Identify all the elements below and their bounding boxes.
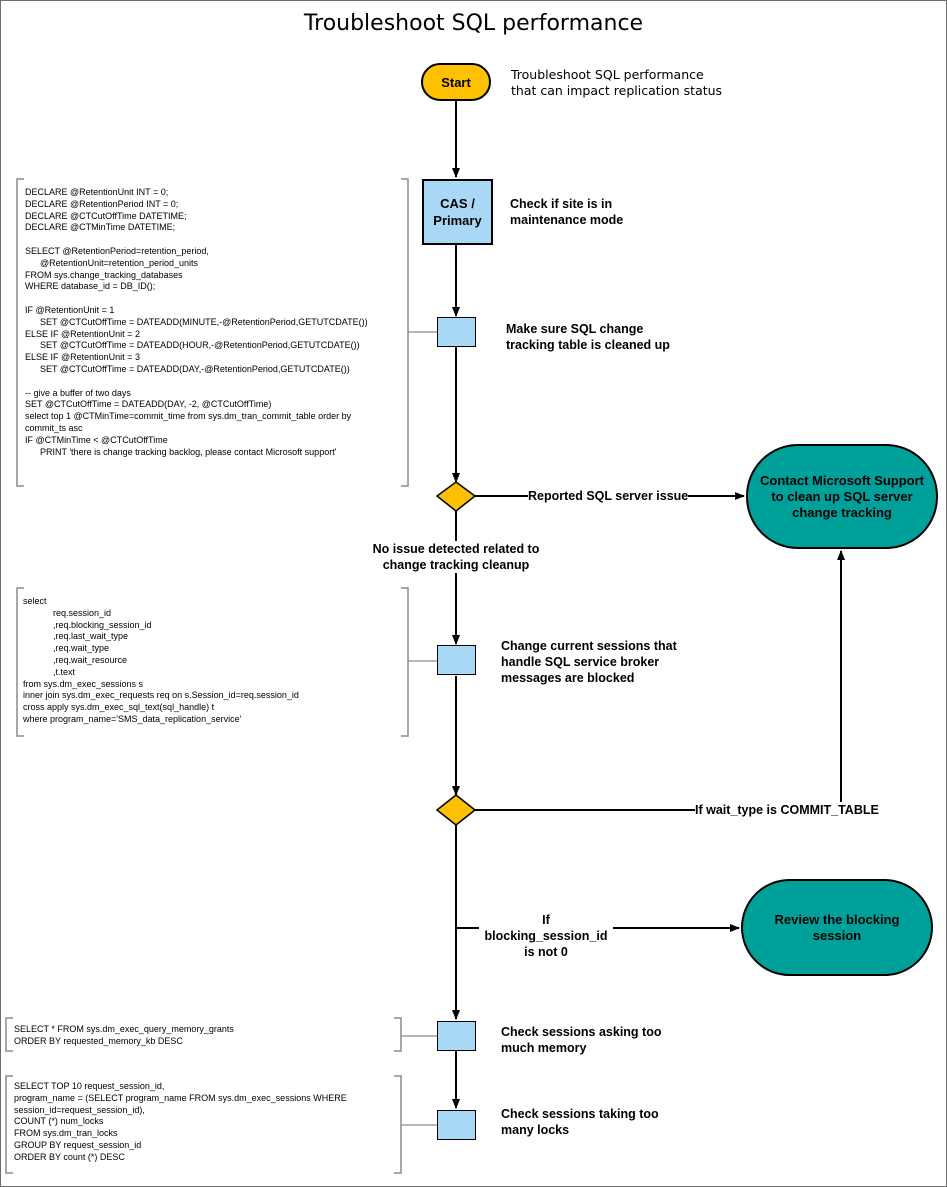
decision-diamond-cleanup [435, 481, 477, 512]
edge-label-no-issue: No issue detected related to change trac… [361, 541, 551, 573]
cleanup-step-box [437, 317, 476, 347]
cas-primary-box: CAS / Primary [422, 179, 493, 245]
review-blocking-terminal: Review the blocking session [741, 879, 933, 976]
decision-diamond-wait-type [435, 794, 477, 826]
edge-label-blocking-session: If blocking_session_id is not 0 [479, 912, 613, 960]
start-terminal: Start [421, 63, 491, 101]
code-bracket-right-memory [394, 1017, 402, 1052]
page-title: Troubleshoot SQL performance [303, 11, 644, 36]
start-note: Troubleshoot SQL performance that can im… [511, 67, 723, 98]
locks-query: SELECT TOP 10 request_session_id, progra… [14, 1081, 347, 1162]
code-bracket-right-sessions [401, 587, 409, 737]
maintenance-mode-label: Check if site is in maintenance mode [510, 197, 624, 227]
code-bracket-left-change-tracking [16, 178, 24, 487]
change-tracking-query: DECLARE @RetentionUnit INT = 0; DECLARE … [25, 187, 368, 457]
locks-step-label: Check sessions taking too many locks [501, 1107, 659, 1137]
contact-support-terminal: Contact Microsoft Support to clean up SQ… [746, 444, 938, 549]
code-bracket-left-sessions [16, 587, 24, 737]
memory-step-label: Check sessions asking too much memory [501, 1025, 662, 1055]
sessions-step-box [437, 645, 476, 675]
locks-step-box [437, 1110, 476, 1140]
code-bracket-right-change-tracking [401, 178, 409, 487]
cleanup-step-label: Make sure SQL change tracking table is c… [506, 322, 670, 352]
memory-step-box [437, 1021, 476, 1051]
sessions-step-label: Change current sessions that handle SQL … [501, 639, 677, 685]
code-bracket-left-memory [5, 1017, 13, 1052]
blocked-sessions-query: select req.session_id ,req.blocking_sess… [23, 596, 299, 724]
edge-label-reported-issue: Reported SQL server issue [528, 488, 689, 504]
edge-label-commit-table: If wait_type is COMMIT_TABLE [695, 802, 879, 818]
code-bracket-right-locks [394, 1075, 402, 1174]
code-bracket-left-locks [5, 1075, 13, 1174]
memory-grants-query: SELECT * FROM sys.dm_exec_query_memory_g… [14, 1024, 234, 1046]
